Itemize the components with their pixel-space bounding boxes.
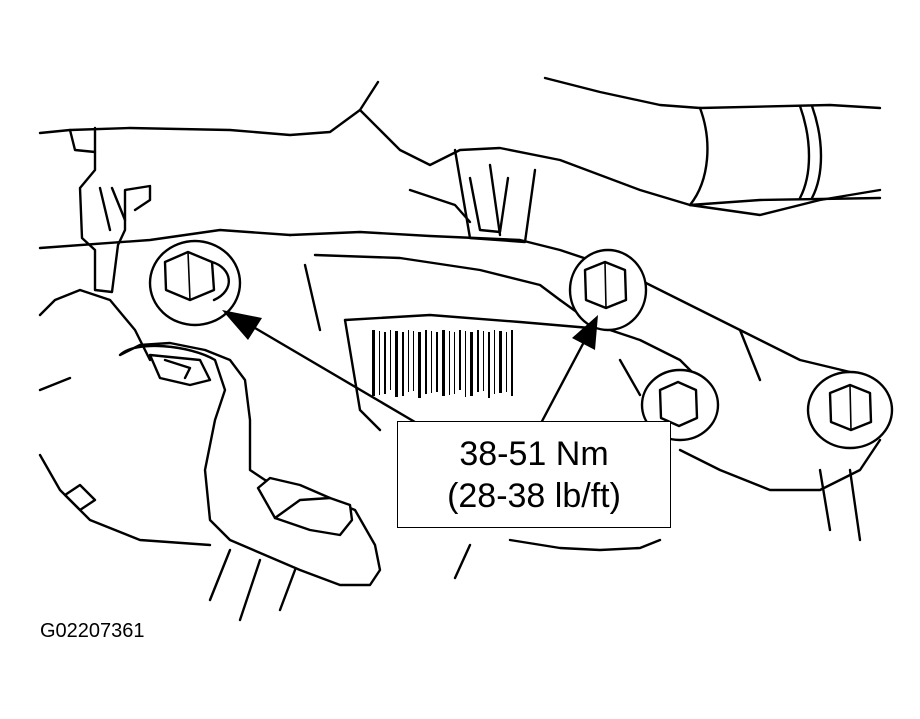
barcode-stripe [483,331,484,391]
torque-lbft-label: (28-38 lb/ft) [447,476,621,515]
barcode-stripe [477,330,479,392]
barcode-stripe [449,331,450,395]
barcode-stripe [465,331,466,397]
bracket-tab [453,148,537,244]
figure-id: G02207361 [40,620,145,642]
removed-bracket [118,341,382,587]
leader-arrow-center [538,315,598,427]
torque-callout: 38-51 Nm (28-38 lb/ft) [397,421,671,528]
upper-housing [38,76,882,374]
barcode-stripe [418,332,421,398]
barcode-stripe [511,330,513,396]
exhaust-pipe [688,103,882,207]
bolt-right-2 [806,370,894,450]
barcode-stripe [506,332,507,392]
barcode-stripe [390,330,391,390]
bolt-center [568,248,648,332]
barcode-stripe [379,331,380,395]
barcode-stripe [384,332,386,394]
barcode-stripe [488,332,490,398]
barcode-stripe [408,330,409,392]
torque-nm-label: 38-51 Nm [459,434,609,473]
barcode-stripe [459,330,461,390]
barcode-stripe [436,332,438,392]
barcode-stripe [372,330,375,396]
barcode-stripe [425,330,427,394]
mount-body [38,253,882,622]
barcode-stripe [470,332,473,396]
barcode-stripe [395,331,398,397]
leader-arrow-left [222,310,422,427]
barcode-stripe [494,330,495,394]
barcode-stripe [499,331,502,393]
barcode-label [372,330,513,398]
hose-clip [78,126,152,294]
bolt-left [148,239,242,327]
barcode-stripe [442,330,445,396]
barcode-stripe [413,331,414,391]
barcode-stripe [454,332,455,394]
barcode-stripe [431,331,432,393]
barcode-stripe [402,332,404,396]
